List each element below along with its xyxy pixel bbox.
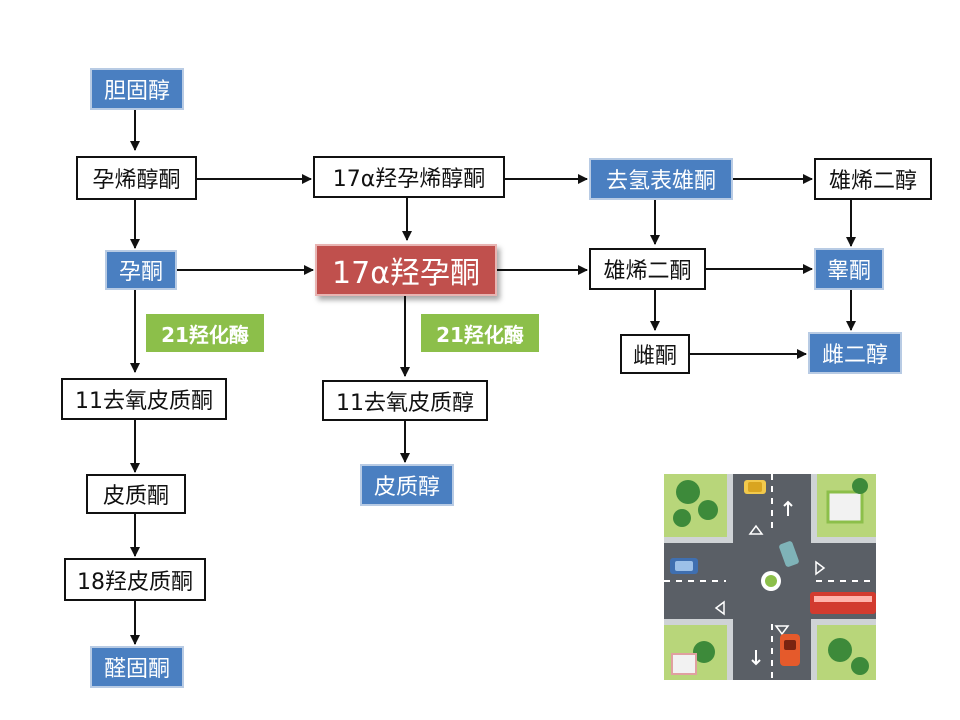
teal-car — [779, 541, 799, 567]
node-aldosterone: 醛固酮 — [90, 646, 184, 688]
node-dhea: 去氢表雄酮 — [589, 158, 733, 200]
tree — [851, 657, 869, 675]
node-estradiol: 雌二醇 — [808, 332, 902, 374]
building — [826, 490, 864, 524]
node-testosterone: 睾酮 — [814, 248, 884, 290]
grass-top-left — [664, 474, 730, 540]
tree — [676, 480, 700, 504]
node-cortisol: 皮质醇 — [360, 464, 454, 506]
node-androstenedione: 雄烯二酮 — [589, 248, 706, 290]
node-pregnenolone: 孕烯醇酮 — [76, 156, 197, 200]
intersection-svg — [664, 474, 876, 680]
node-androstenediol: 雄烯二醇 — [814, 158, 932, 200]
lane-arrow-icon — [751, 650, 761, 666]
node-11-deoxycortisol: 11去氧皮质醇 — [322, 380, 488, 421]
node-17oh-pregnenolone: 17α羟孕烯醇酮 — [313, 156, 505, 198]
yield-triangle-icon — [815, 560, 826, 576]
node-11-deoxycorticosterone: 11去氧皮质酮 — [61, 378, 227, 420]
tree — [852, 478, 868, 494]
node-cholesterol: 胆固醇 — [90, 68, 184, 110]
enzyme-21-hydroxylase-left: 21羟化酶 — [146, 314, 264, 352]
node-corticosterone: 皮质酮 — [86, 474, 186, 514]
tree — [698, 500, 718, 520]
tree — [693, 641, 715, 663]
tree — [828, 638, 852, 662]
building — [671, 653, 697, 675]
yield-triangle-icon — [748, 524, 764, 535]
tree — [673, 509, 691, 527]
node-18oh-corticosterone: 18羟皮质酮 — [64, 558, 206, 601]
red-bus — [810, 592, 876, 614]
traffic-intersection-illustration — [664, 474, 876, 680]
yield-triangle-icon — [774, 625, 790, 636]
node-17oh-progesterone: 17α羟孕酮 — [315, 244, 497, 296]
node-estrone: 雌酮 — [620, 334, 690, 374]
lane-arrow-icon — [783, 500, 793, 516]
node-progesterone: 孕酮 — [105, 250, 177, 290]
yield-triangle-icon — [714, 600, 725, 616]
enzyme-21-hydroxylase-right: 21羟化酶 — [421, 314, 539, 352]
